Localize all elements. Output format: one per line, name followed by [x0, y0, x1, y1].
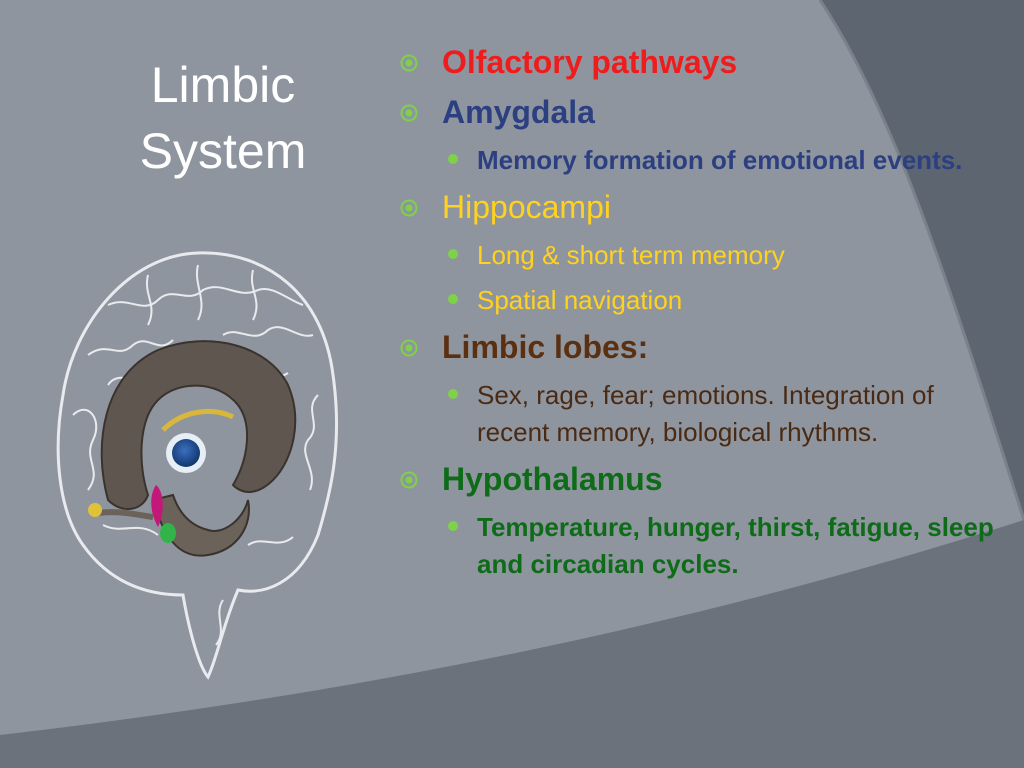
dot-bullet-icon — [448, 294, 458, 304]
bullet-olfactory: Olfactory pathways — [400, 42, 1000, 82]
brain-illustration — [56, 251, 339, 680]
dot-bullet-icon — [448, 389, 458, 399]
circle-bullet-icon — [400, 104, 418, 122]
bullet-text: Hypothalamus — [442, 461, 663, 497]
fornix-band — [151, 493, 250, 557]
title-line-1: Limbic — [150, 57, 296, 113]
circle-bullet-icon — [400, 199, 418, 217]
brain-outline — [56, 251, 339, 680]
dot-bullet-icon — [448, 249, 458, 259]
bullet-list: Olfactory pathways Amygdala Memory forma… — [400, 42, 1000, 591]
bullet-text: Amygdala — [442, 94, 595, 130]
bullet-text: Hippocampi — [442, 189, 611, 225]
sub-bullet-text: Memory formation of emotional events. — [477, 145, 963, 175]
dot-bullet-icon — [448, 521, 458, 531]
circle-bullet-icon — [400, 339, 418, 357]
hypothalamus-marker — [160, 523, 176, 543]
bullet-amygdala: Amygdala — [400, 92, 1000, 132]
sub-bullet: Long & short term memory — [443, 237, 1000, 274]
mammillary-marker — [151, 485, 163, 527]
bullet-text: Olfactory pathways — [442, 44, 738, 80]
bullet-limbic-lobes: Limbic lobes: — [400, 327, 1000, 367]
slide-title: Limbic System — [118, 52, 328, 184]
hippocampus-arc — [161, 408, 235, 432]
dot-bullet-icon — [448, 154, 458, 164]
bullet-hippocampi: Hippocampi — [400, 187, 1000, 227]
bullet-hypothalamus: Hypothalamus — [400, 459, 1000, 499]
olfactory-tract — [97, 509, 154, 520]
circle-bullet-icon — [400, 54, 418, 72]
sub-bullet: Spatial navigation — [443, 282, 1000, 319]
sub-bullet-text: Spatial navigation — [477, 285, 683, 315]
sub-bullet-text: Temperature, hunger, thirst, fatigue, sl… — [477, 512, 994, 579]
sub-bullet-text: Long & short term memory — [477, 240, 785, 270]
cingulate-band — [100, 340, 297, 510]
sub-bullet: Sex, rage, fear; emotions. Integration o… — [443, 377, 1000, 451]
olfactory-bulb — [88, 503, 102, 517]
title-line-2: System — [139, 123, 307, 179]
sub-bullet-text: Sex, rage, fear; emotions. Integration o… — [477, 380, 934, 447]
circle-bullet-icon — [400, 471, 418, 489]
sub-bullet: Temperature, hunger, thirst, fatigue, sl… — [443, 509, 1000, 583]
sub-bullet: Memory formation of emotional events. — [443, 142, 1000, 179]
bullet-text: Limbic lobes: — [442, 329, 649, 365]
